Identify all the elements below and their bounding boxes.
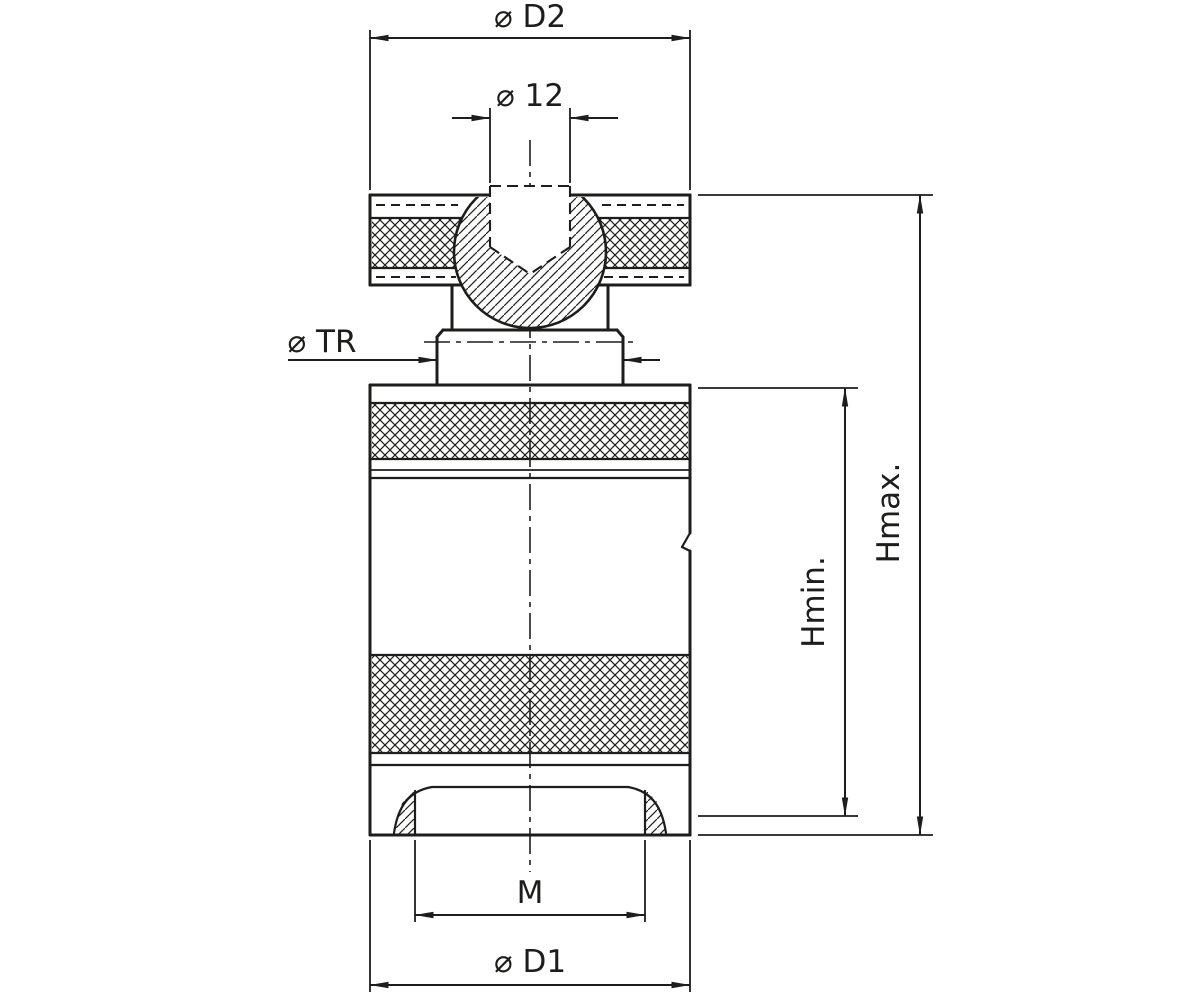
ball-joint	[452, 184, 608, 330]
ball-outline	[452, 197, 608, 330]
dimension-d1: ⌀ D1	[369, 840, 691, 992]
dimension-m: M	[414, 840, 646, 922]
dimension-label-hmax: Hmax.	[871, 463, 907, 564]
dimension-hmax: Hmax.	[698, 194, 933, 836]
dimension-label-d2: ⌀ D2	[494, 0, 566, 35]
dimension-label-d1: ⌀ D1	[494, 944, 566, 980]
dimension-d2: ⌀ D2	[369, 0, 691, 190]
dimension-label-m: M	[517, 875, 544, 911]
dimension-label-12: ⌀ 12	[496, 78, 564, 114]
upper-knurl-texture	[372, 404, 688, 458]
edge-notch	[680, 545, 692, 553]
section-hatch-left	[394, 791, 415, 835]
dimension-label-tr: ⌀ TR	[288, 324, 357, 360]
edge-notch	[680, 531, 692, 549]
body	[368, 383, 692, 837]
dimension-bore12: ⌀ 12	[452, 78, 618, 183]
dimension-hmin: Hmin.	[698, 387, 858, 817]
dimension-tr: ⌀ TR	[288, 324, 660, 364]
base-recess	[392, 785, 668, 837]
lower-knurl-texture	[372, 656, 688, 752]
recess-profile	[392, 785, 668, 835]
section-hatch-right	[645, 791, 666, 835]
dimension-label-hmin: Hmin.	[796, 556, 832, 648]
